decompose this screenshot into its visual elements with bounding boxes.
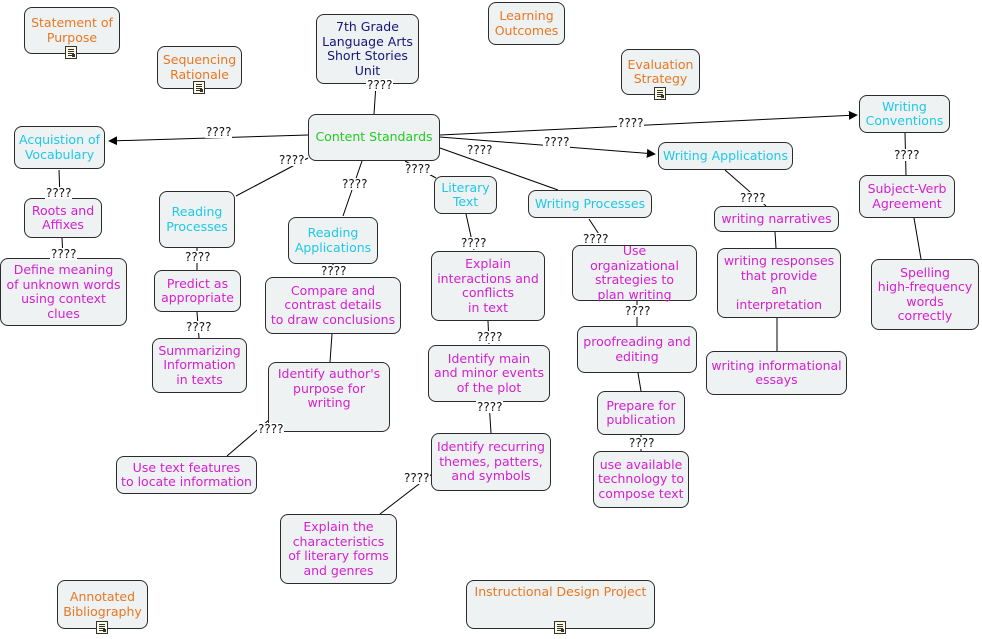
concept-label-idp: Instructional Design Project (474, 584, 647, 599)
concept-node-unit[interactable]: 7th Grade Language Arts Short Stories Un… (316, 14, 419, 84)
link-label: ???? (320, 264, 348, 278)
concept-label-themes: Identify recurring themes, patters, and … (437, 439, 545, 484)
concept-node-conventions[interactable]: Writing Conventions (859, 95, 950, 133)
concept-node-evaluation[interactable]: Evaluation Strategy (621, 49, 700, 100)
concept-label-readproc: Reading Processes (166, 204, 228, 234)
concept-label-responses: writing responses that provide an interp… (723, 253, 835, 312)
concept-label-summarizing: Summarizing Information in texts (158, 342, 241, 387)
concept-label-purpose: Identify author's purpose for writing (277, 366, 381, 410)
link-label: ???? (893, 148, 921, 162)
concept-node-spelling[interactable]: Spelling high-frequency words correctly (871, 259, 979, 330)
document-icon[interactable] (95, 621, 108, 634)
concept-label-proofread: proofreading and editing (583, 334, 691, 364)
concept-label-spelling: Spelling high-frequency words correctly (877, 264, 973, 323)
concept-label-subjverb: Subject-Verb Agreement (867, 181, 947, 211)
concept-label-prepare: Prepare for publication (606, 397, 676, 427)
concept-label-writeproc: Writing Processes (534, 195, 646, 211)
concept-node-learning[interactable]: Learning Outcomes (488, 2, 565, 45)
concept-label-learning: Learning Outcomes (494, 8, 559, 38)
link-label: ???? (476, 330, 504, 344)
concept-node-standards[interactable]: Content Standards (308, 114, 440, 161)
document-icon[interactable] (65, 46, 77, 59)
concept-node-summarizing[interactable]: Summarizing Information in texts (152, 338, 247, 393)
link-label: ???? (403, 471, 431, 485)
concept-node-roots[interactable]: Roots and Affixes (24, 198, 102, 238)
concept-label-predict: Predict as appropriate (161, 275, 234, 305)
concept-node-responses[interactable]: writing responses that provide an interp… (717, 248, 841, 318)
concept-node-subjverb[interactable]: Subject-Verb Agreement (859, 175, 955, 218)
link-label: ???? (628, 436, 656, 450)
concept-node-writeapp[interactable]: Writing Applications (658, 142, 793, 170)
concept-node-prepare[interactable]: Prepare for publication (597, 391, 685, 435)
concept-node-organize[interactable]: Use organizational strategies to plan wr… (572, 243, 697, 302)
concept-node-define[interactable]: Define meaning of unknown words using co… (0, 258, 127, 326)
concept-label-bibliography: Annotated Bibliography (63, 589, 142, 619)
concept-node-literary[interactable]: Literary Text (434, 176, 497, 214)
concept-node-mainminor[interactable]: Identify main and minor events of the pl… (428, 345, 550, 402)
concept-label-narratives: writing narratives (721, 210, 832, 226)
link-label: ???? (341, 177, 369, 191)
concept-node-explain[interactable]: Explain interactions and conflicts in te… (431, 251, 545, 321)
link-label: ???? (460, 236, 488, 250)
link-label: ???? (404, 162, 432, 176)
concept-node-characteristics[interactable]: Explain the characteristics of literary … (280, 514, 397, 584)
concept-node-idp[interactable]: Instructional Design Project (466, 580, 655, 634)
document-icon[interactable] (653, 87, 666, 100)
concept-node-informational[interactable]: writing informational essays (706, 351, 847, 395)
concept-node-compare[interactable]: Compare and contrast details to draw con… (265, 277, 401, 334)
concept-label-vocab: Acquistion of Vocabulary (19, 132, 101, 162)
concept-label-writeapp: Writing Applications (663, 147, 788, 163)
concept-label-standards: Content Standards (315, 129, 433, 145)
concept-label-characteristics: Explain the characteristics of literary … (288, 519, 389, 578)
concept-label-define: Define meaning of unknown words using co… (6, 262, 121, 321)
concept-label-roots: Roots and Affixes (31, 202, 95, 232)
document-icon[interactable] (192, 81, 205, 94)
concept-label-unit: 7th Grade Language Arts Short Stories Un… (322, 19, 413, 78)
link-label: ???? (476, 400, 504, 414)
concept-node-technology[interactable]: use available technology to compose text (593, 451, 689, 508)
concept-label-sequencing: Sequencing Rationale (162, 52, 237, 82)
concept-label-readapp: Reading Applications (294, 225, 372, 255)
concept-node-writeproc[interactable]: Writing Processes (528, 190, 652, 218)
link-label: ???? (624, 304, 652, 318)
link-label: ???? (278, 153, 306, 167)
document-icon[interactable] (553, 621, 566, 634)
concept-label-statement: Statement of Purpose (31, 15, 113, 45)
concept-label-conventions: Writing Conventions (865, 98, 944, 128)
concept-label-organize: Use organizational strategies to plan wr… (590, 243, 679, 302)
concept-node-purpose[interactable]: Identify author's purpose for writing (268, 362, 390, 432)
concept-label-literary: Literary Text (441, 179, 490, 209)
link-label: ???? (739, 191, 767, 205)
concept-node-readproc[interactable]: Reading Processes (159, 191, 235, 248)
concept-node-narratives[interactable]: writing narratives (714, 206, 839, 232)
link-label: ???? (466, 143, 494, 157)
concept-node-bibliography[interactable]: Annotated Bibliography (57, 580, 148, 634)
concept-node-sequencing[interactable]: Sequencing Rationale (157, 46, 242, 94)
concept-label-informational: writing informational essays (711, 357, 842, 387)
link-label: ???? (184, 250, 212, 264)
concept-node-textfeat[interactable]: Use text features to locate information (116, 456, 257, 494)
link-label: ???? (366, 78, 394, 92)
concept-label-mainminor: Identify main and minor events of the pl… (434, 350, 544, 395)
concept-node-vocab[interactable]: Acquistion of Vocabulary (14, 126, 105, 169)
concept-node-statement[interactable]: Statement of Purpose (24, 7, 120, 59)
concept-label-explain: Explain interactions and conflicts in te… (437, 256, 539, 315)
concept-label-textfeat: Use text features to locate information (121, 459, 252, 489)
link-label: ???? (257, 422, 285, 436)
link-label: ???? (45, 186, 73, 200)
concept-node-proofread[interactable]: proofreading and editing (577, 326, 697, 373)
concept-label-technology: use available technology to compose text (598, 456, 684, 501)
link-label: ???? (543, 135, 571, 149)
concept-label-evaluation: Evaluation Strategy (627, 56, 694, 86)
concept-label-compare: Compare and contrast details to draw con… (270, 282, 396, 327)
concept-node-predict[interactable]: Predict as appropriate (154, 270, 241, 312)
concept-node-themes[interactable]: Identify recurring themes, patters, and … (431, 433, 551, 491)
link-label: ???? (582, 232, 610, 246)
link-label: ???? (50, 247, 78, 261)
concept-node-readapp[interactable]: Reading Applications (288, 217, 378, 264)
link-label: ???? (185, 320, 213, 334)
link-label: ???? (205, 125, 233, 139)
link-label: ???? (617, 116, 645, 130)
